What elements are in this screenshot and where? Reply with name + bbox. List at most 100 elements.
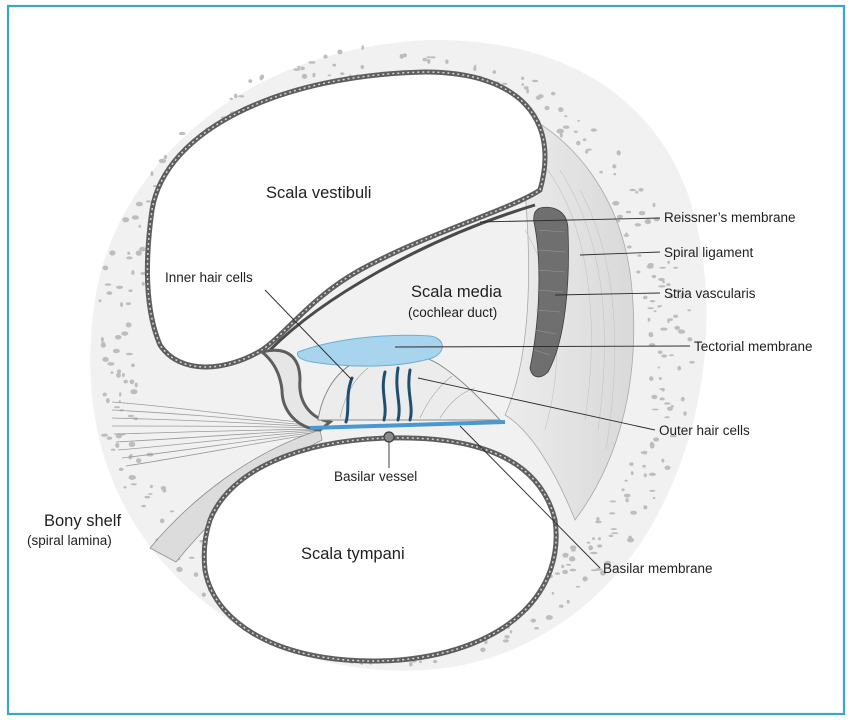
bone-pore <box>609 535 614 538</box>
bone-pore <box>638 188 643 192</box>
bone-pore <box>103 393 107 397</box>
bone-pore <box>503 639 509 642</box>
bone-pore <box>555 572 560 574</box>
label-scala-media: Scala media <box>411 283 503 301</box>
bone-pore <box>592 537 595 540</box>
bone-pore <box>260 75 264 80</box>
bone-pore <box>563 126 570 129</box>
bone-pore <box>651 395 657 399</box>
bone-pore <box>577 120 580 122</box>
bone-pore <box>643 505 647 509</box>
bone-pore <box>678 329 685 333</box>
bone-pore <box>649 490 655 492</box>
bone-pore <box>403 53 407 57</box>
bone-pore <box>111 371 114 374</box>
bone-pore <box>559 605 564 608</box>
bone-pore <box>562 553 568 558</box>
bone-pore <box>493 70 497 74</box>
bone-pore <box>126 353 133 356</box>
bone-pore <box>115 443 119 448</box>
bone-pore <box>122 373 125 377</box>
bone-pore <box>621 488 624 491</box>
bone-pore <box>658 278 665 281</box>
bone-pore <box>561 565 564 568</box>
bone-pore <box>361 65 365 69</box>
bone-pore <box>101 342 105 345</box>
bone-pore <box>576 586 580 588</box>
bone-pore <box>639 211 646 215</box>
bone-pore <box>502 83 507 85</box>
bone-pore <box>660 397 665 400</box>
bone-pore <box>649 473 656 476</box>
bone-pore <box>687 309 691 311</box>
bone-pore <box>658 367 661 369</box>
bone-pore <box>673 315 678 318</box>
bone-pore <box>647 307 654 309</box>
label-reissners-membrane: Reissner’s membrane <box>664 210 796 225</box>
bone-pore <box>229 98 233 100</box>
bone-pore <box>129 442 136 447</box>
bone-pore <box>599 171 603 174</box>
bone-pore <box>115 335 122 340</box>
bone-pore <box>613 173 616 175</box>
bone-pore <box>128 415 134 418</box>
bone-pore <box>526 88 529 93</box>
bone-pore <box>574 131 578 133</box>
bone-pore <box>551 92 555 96</box>
bone-pore <box>510 630 513 633</box>
bone-pore <box>127 252 130 255</box>
bone-pore <box>630 189 636 192</box>
bone-pore <box>571 549 576 551</box>
bone-pore <box>586 149 591 151</box>
bone-pore <box>142 282 145 286</box>
bone-pore <box>531 619 536 623</box>
label-stria-vascularis: Stria vascularis <box>664 286 756 301</box>
bone-pore <box>427 56 431 58</box>
bone-pore <box>649 332 654 337</box>
bone-pore <box>683 411 687 416</box>
bone-pore <box>135 383 138 388</box>
bone-pore <box>328 74 332 76</box>
label-spiral-ligament: Spiral ligament <box>664 245 754 260</box>
bone-pore <box>361 45 364 50</box>
bone-pore <box>176 567 182 572</box>
bone-pore <box>609 512 616 514</box>
bone-pore <box>643 296 648 300</box>
bone-pore <box>116 286 123 289</box>
bone-pore <box>637 254 641 257</box>
bone-pore <box>552 592 554 595</box>
bone-pore <box>612 164 616 168</box>
bone-pore <box>119 468 124 471</box>
bone-pore <box>545 106 550 111</box>
bone-pore <box>103 266 109 271</box>
bone-pore <box>664 416 670 418</box>
bone-pore <box>635 223 642 226</box>
bone-pore <box>650 442 654 447</box>
label-bony-shelf: Bony shelf <box>44 512 121 530</box>
bone-pore <box>610 500 617 502</box>
bone-pore <box>107 362 114 366</box>
bone-pore <box>480 648 485 653</box>
bone-pore <box>430 56 436 58</box>
bone-pore <box>569 556 575 561</box>
bone-pore <box>576 141 580 146</box>
bone-pore <box>126 322 132 327</box>
bone-pore <box>629 462 633 466</box>
bone-pore <box>648 263 654 267</box>
bone-pore <box>653 497 656 499</box>
bone-pore <box>653 203 656 207</box>
bone-pore <box>659 377 662 380</box>
bone-pore <box>160 519 164 524</box>
bone-pore <box>164 155 167 159</box>
bone-pore <box>131 363 135 367</box>
bone-pore <box>681 397 685 402</box>
bone-pore <box>664 402 671 404</box>
bone-pore <box>567 600 570 604</box>
bone-pore <box>624 480 627 482</box>
bone-pore <box>111 449 116 451</box>
label-inner-hair-cells: Inner hair cells <box>165 270 253 285</box>
bone-pore <box>128 289 132 292</box>
bone-pore <box>626 211 631 214</box>
bone-pore <box>636 271 640 274</box>
